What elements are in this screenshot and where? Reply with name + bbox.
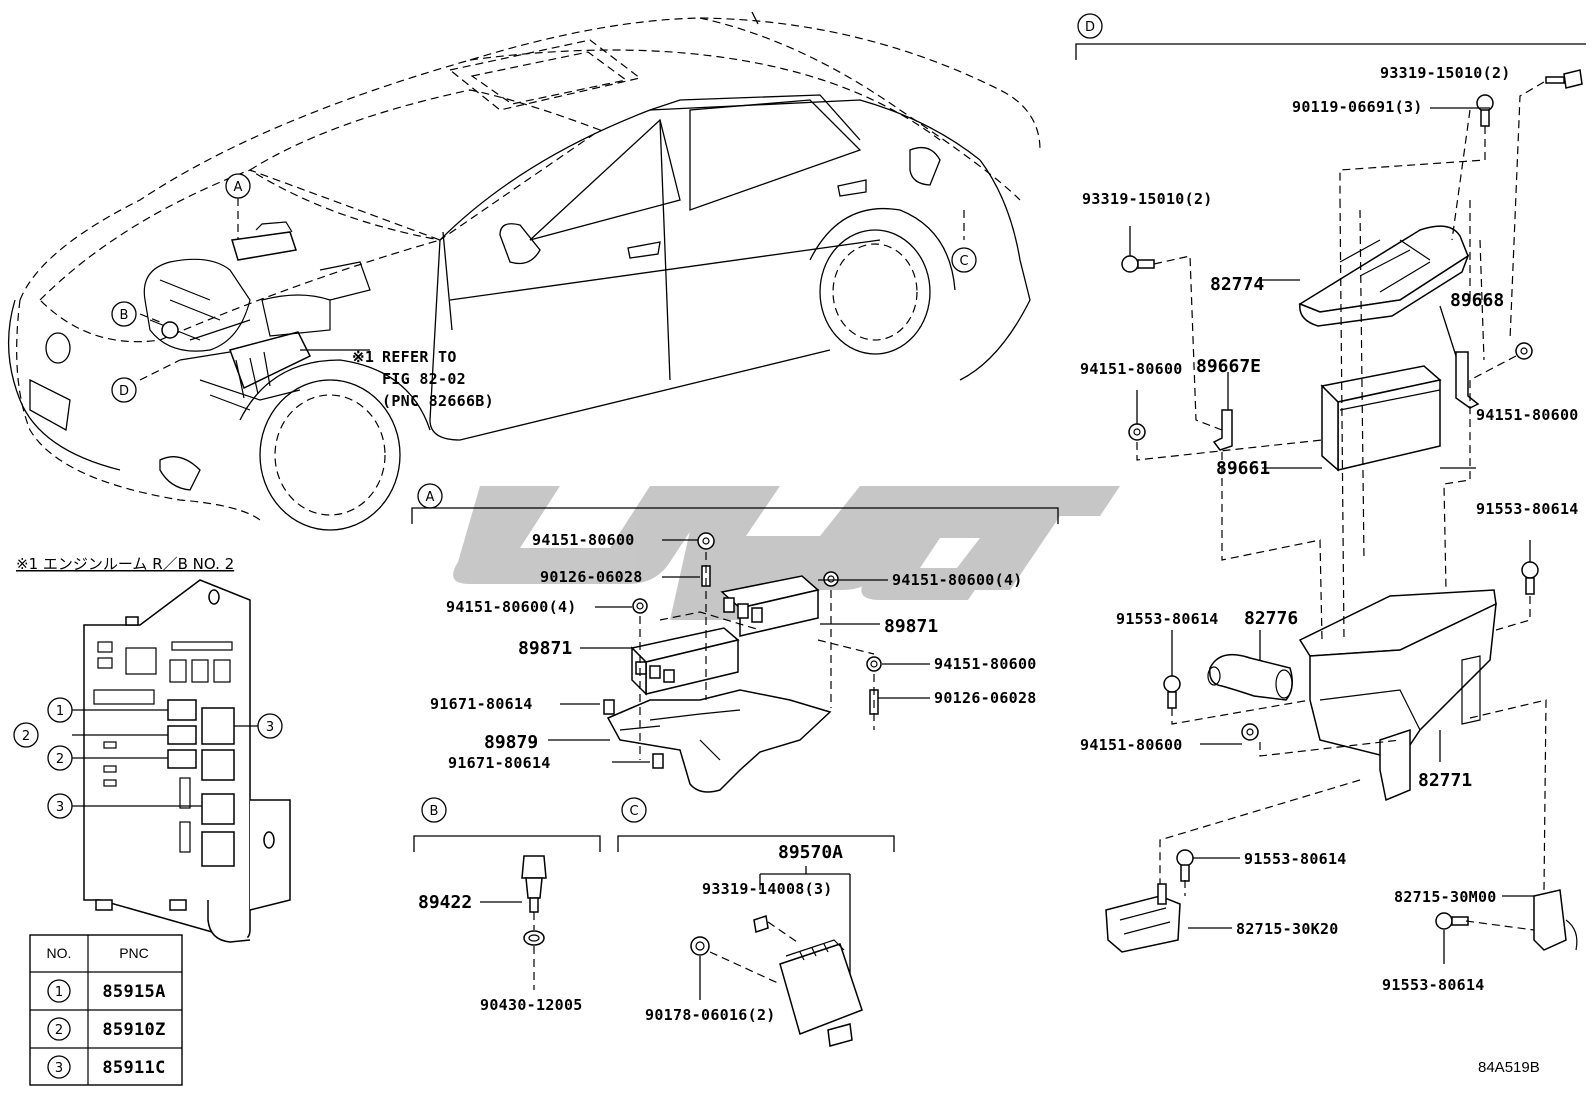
svg-text:2: 2 [56, 752, 64, 767]
part-label: 89667E [1196, 356, 1261, 377]
svg-text:C: C [959, 254, 968, 269]
svg-text:B: B [120, 308, 129, 323]
figure-code: 84A519B [1478, 1059, 1540, 1076]
part-label: 93319-15010(2) [1082, 190, 1213, 208]
part-label: 94151-80600 [934, 655, 1037, 673]
part-label: 91671-80614 [448, 754, 551, 772]
part-label: 94151-80600 [1080, 736, 1183, 754]
callout-d-car: D [111, 377, 137, 403]
pnc-row-pnc: 85910Z [102, 1020, 165, 1040]
relay-circle-1: 1 [47, 697, 73, 723]
part-label: 90126-06028 [540, 568, 643, 586]
part-label: 82715-30K20 [1236, 920, 1339, 938]
part-label: 94151-80600 [1080, 360, 1183, 378]
part-label: 91553-80614 [1116, 610, 1219, 628]
svg-text:1: 1 [56, 704, 64, 719]
watermark-logo [453, 486, 1120, 620]
svg-text:※1: ※1 [352, 348, 374, 366]
relay-circle-3b: 3 [47, 793, 73, 819]
pnc-table: NO. PNC 1 85915A 2 85910Z 3 85911C [29, 934, 183, 1086]
part-label: 82774 [1210, 274, 1264, 295]
part-label: 90178-06016(2) [645, 1006, 776, 1024]
part-label: 94151-80600 [532, 531, 635, 549]
part-label: 94151-80600 [1476, 406, 1579, 424]
part-label: 82771 [1418, 770, 1472, 791]
refer-note: ※1 REFER TO FIG 82-02 (PNC 82666B) [352, 348, 494, 410]
relay-circle-3a: 3 [257, 713, 283, 739]
pnc-row-no: 1 [55, 985, 63, 1000]
car-outline [7, 11, 1041, 531]
svg-text:D: D [119, 384, 129, 399]
part-label: 94151-80600(4) [446, 598, 577, 616]
part-label: 90430-12005 [480, 996, 583, 1014]
part-label: 89668 [1450, 290, 1504, 311]
pnc-row-no: 3 [55, 1061, 63, 1076]
part-label: 82715-30M00 [1394, 888, 1497, 906]
svg-text:B: B [430, 804, 439, 819]
part-label: 82776 [1244, 608, 1298, 629]
part-label: 89871 [518, 638, 572, 659]
part-label: 91553-80614 [1476, 500, 1579, 518]
part-label: 89661 [1216, 458, 1270, 479]
part-label: 90126-06028 [934, 689, 1037, 707]
svg-text:A: A [234, 180, 243, 195]
svg-text:(PNC 82666B): (PNC 82666B) [382, 392, 494, 410]
pnc-row-no: 2 [55, 1023, 63, 1038]
part-label: 89570A [778, 842, 843, 863]
section-b: B [413, 797, 601, 990]
part-label: 93319-14008(3) [702, 880, 833, 898]
pnc-table-header-no: NO. [47, 945, 72, 961]
callout-a-car: A [225, 173, 251, 199]
callout-c-car: C [951, 247, 977, 273]
part-label: 89422 [418, 892, 472, 913]
part-label: 89879 [484, 732, 538, 753]
svg-text:3: 3 [56, 800, 64, 815]
part-label: 94151-80600(4) [892, 571, 1023, 589]
pnc-table-header-pnc: PNC [119, 945, 149, 961]
callout-b-car: B [111, 301, 137, 327]
relay-block [72, 579, 291, 943]
part-label: 89871 [884, 616, 938, 637]
svg-text:FIG 82-02: FIG 82-02 [382, 370, 466, 388]
part-label: 90119-06691(3) [1292, 98, 1423, 116]
svg-text:D: D [1085, 20, 1095, 35]
part-label: 91671-80614 [430, 695, 533, 713]
relay-circle-2a: 2 [13, 722, 39, 748]
part-label: 93319-15010(2) [1380, 64, 1511, 82]
section-c: C [617, 797, 895, 1047]
section-d: D [1075, 13, 1586, 964]
relay-block-caption: ※1 エンジンルーム R／B NO. 2 [16, 555, 234, 573]
svg-text:A: A [426, 490, 435, 505]
svg-text:C: C [629, 804, 638, 819]
part-label: 91553-80614 [1382, 976, 1485, 994]
svg-text:REFER TO: REFER TO [382, 348, 457, 366]
part-label: 91553-80614 [1244, 850, 1347, 868]
pnc-row-pnc: 85911C [102, 1058, 165, 1078]
svg-text:3: 3 [266, 720, 274, 735]
relay-circle-2b: 2 [47, 745, 73, 771]
section-a: A [411, 483, 1059, 793]
svg-text:2: 2 [22, 729, 30, 744]
pnc-row-pnc: 85915A [102, 982, 165, 1002]
